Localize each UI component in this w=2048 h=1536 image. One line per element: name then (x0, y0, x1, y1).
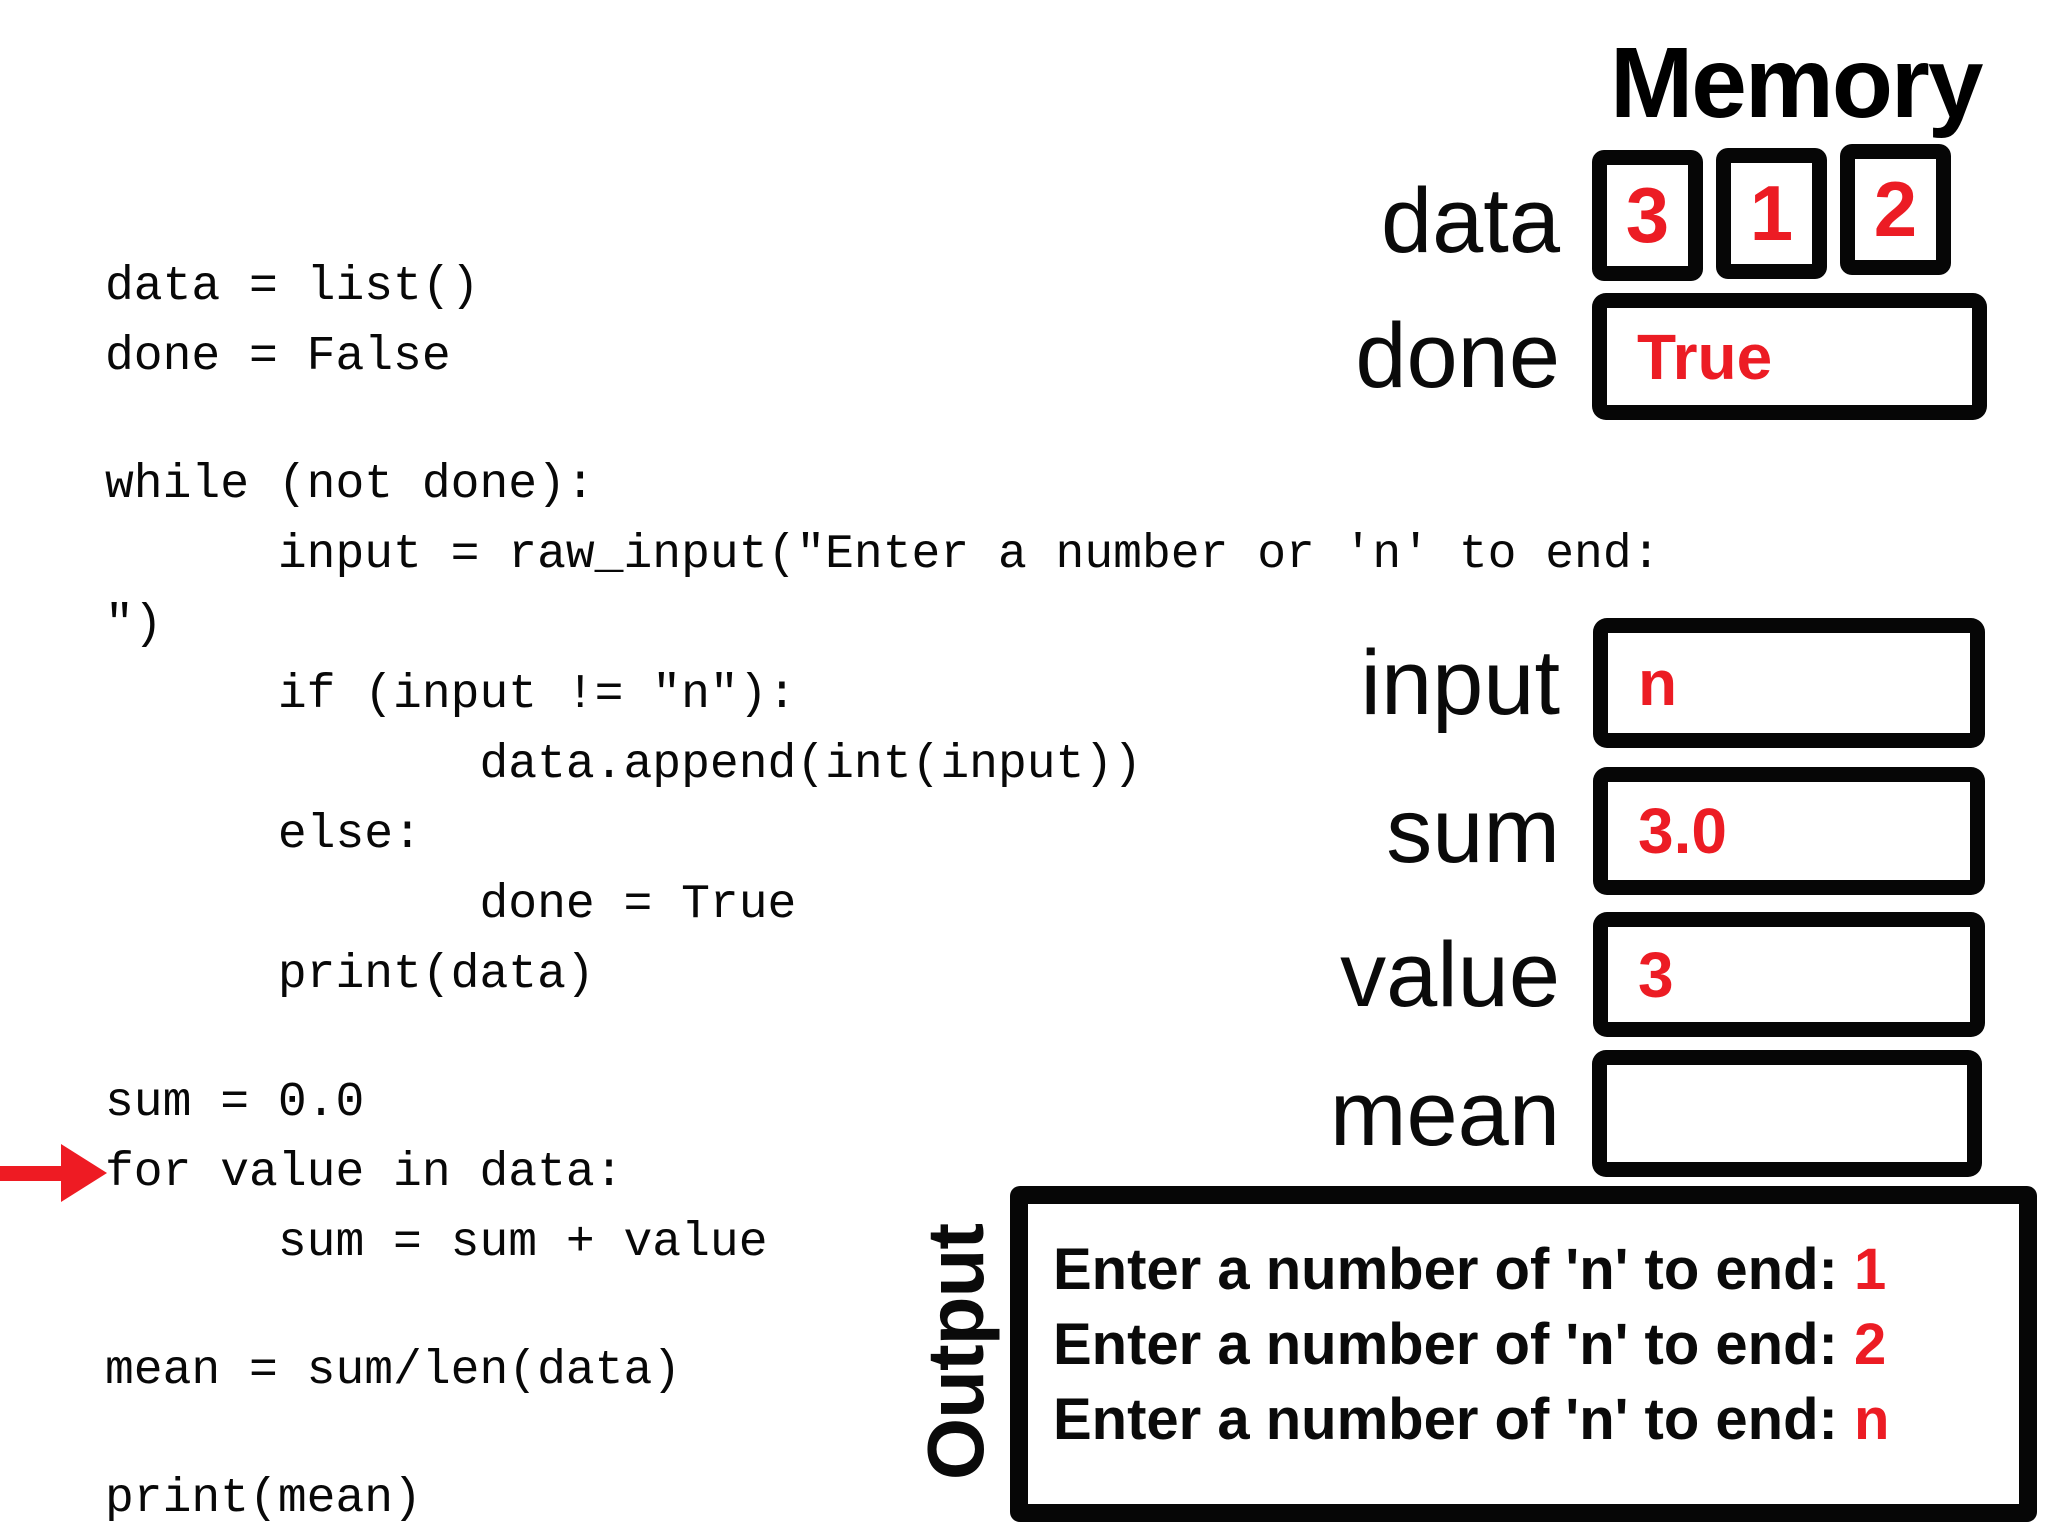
memory-label-data: data (1380, 170, 1560, 272)
output-line: Enter a number of 'n' to end: 1 (1053, 1232, 2004, 1307)
code-line: if (input != "n"): (105, 668, 797, 722)
memory-box-input: n (1593, 618, 1985, 748)
data-list-cells: 3 1 2 (1592, 144, 1951, 281)
memory-label-value: value (1340, 924, 1560, 1026)
code-line: done = False (105, 330, 451, 384)
memory-box-sum: 3.0 (1593, 767, 1985, 895)
code-line: sum = sum + value (105, 1216, 768, 1270)
output-line-value: 1 (1853, 1237, 1887, 1302)
code-line: data.append(int(input)) (105, 738, 1142, 792)
code-line: print(mean) (105, 1472, 422, 1526)
code-line: while (not done): (105, 458, 595, 512)
execution-pointer-arrow-icon (0, 1144, 107, 1202)
data-cell-0: 3 (1592, 150, 1703, 281)
output-line-value: n (1853, 1387, 1890, 1452)
data-cell-1: 1 (1716, 148, 1827, 279)
arrow-head (61, 1144, 107, 1202)
memory-box-value: 3 (1593, 912, 1985, 1037)
code-line: print(data) (105, 948, 595, 1002)
output-title: Output (911, 1223, 1000, 1481)
code-line: input = raw_input("Enter a number or 'n'… (105, 528, 1661, 582)
code-line: data = list() (105, 260, 480, 314)
code-line: done = True (105, 878, 797, 932)
console-output-box: Enter a number of 'n' to end: 1 Enter a … (1010, 1186, 2037, 1522)
memory-label-input: input (1360, 632, 1561, 734)
output-line-text: Enter a number of 'n' to end: (1053, 1387, 1854, 1452)
output-line: Enter a number of 'n' to end: n (1053, 1382, 2004, 1457)
memory-box-done: True (1592, 293, 1987, 420)
python-code-listing: data = list() done = False while (not done… (105, 252, 1660, 1534)
code-line: ") (105, 598, 163, 652)
memory-title: Memory (1610, 27, 1983, 139)
output-line-text: Enter a number of 'n' to end: (1053, 1237, 1854, 1302)
data-cell-2: 2 (1840, 144, 1951, 275)
memory-box-mean (1592, 1050, 1982, 1177)
output-line-value: 2 (1853, 1312, 1887, 1377)
code-line: mean = sum/len(data) (105, 1344, 682, 1398)
code-line: sum = 0.0 (105, 1076, 365, 1130)
code-line: else: (105, 808, 422, 862)
memory-label-sum: sum (1386, 780, 1560, 882)
output-line: Enter a number of 'n' to end: 2 (1053, 1307, 2004, 1382)
memory-label-mean: mean (1329, 1063, 1560, 1165)
code-line: for value in data: (105, 1146, 624, 1200)
arrow-shaft (0, 1165, 62, 1181)
output-line-text: Enter a number of 'n' to end: (1053, 1312, 1854, 1377)
memory-label-done: done (1355, 305, 1560, 407)
